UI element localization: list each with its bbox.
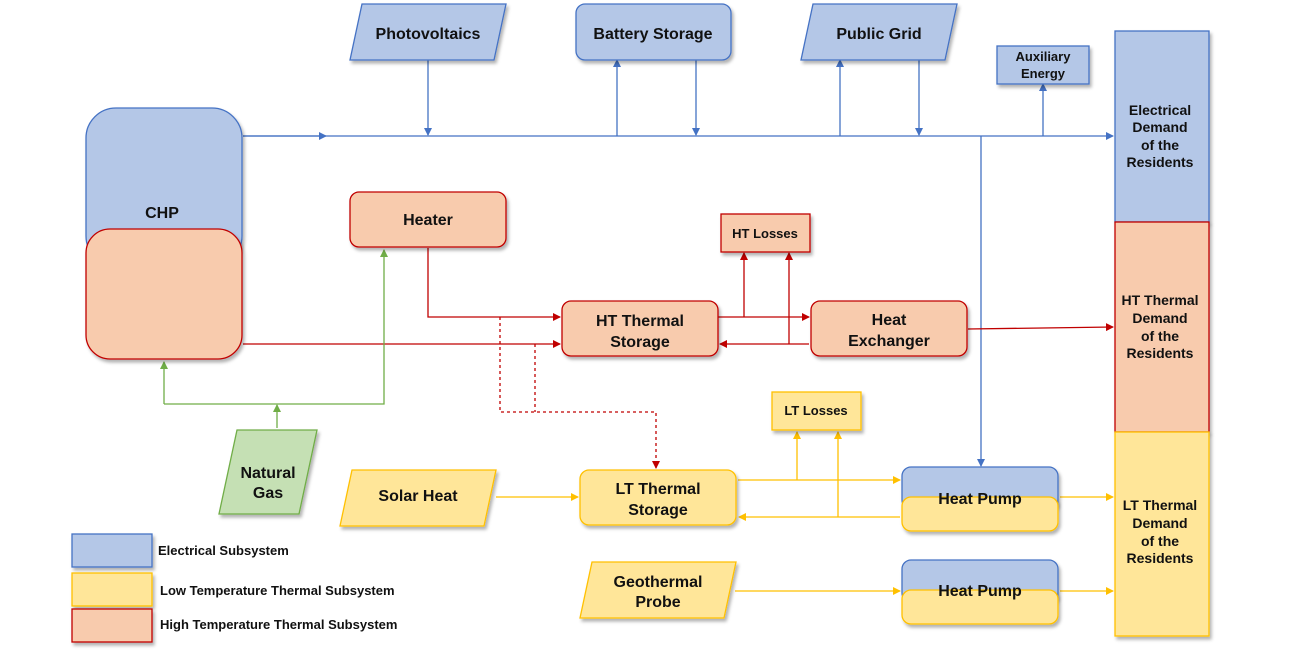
lt-losses-shape [771, 391, 862, 431]
heat-exchanger-shape [810, 300, 968, 357]
legend-label-electrical: Electrical Subsystem [158, 543, 289, 558]
geothermal-probe-node: Geothermal Probe [579, 561, 737, 619]
legend-item-high-temp: High Temperature Thermal Subsystem [71, 608, 397, 643]
solar-heat-shape [339, 469, 497, 527]
lt-thermal-demand-label-line-2: Demand [1132, 515, 1187, 531]
lt-thermal-demand-shape [1114, 431, 1210, 637]
electrical-demand-label-line-1: Electrical [1129, 102, 1191, 118]
natural-gas-label-line-1: Natural [240, 465, 295, 482]
auxiliary-energy-label-line-1: Auxiliary [1016, 49, 1072, 64]
auxiliary-energy-node: Auxiliary Energy [996, 45, 1090, 85]
battery-storage-shape [575, 3, 732, 61]
legend-swatch-low-temp [71, 572, 153, 607]
lt-thermal-storage-node: LT Thermal Storage [579, 469, 737, 526]
geothermal-probe-shape [579, 561, 737, 619]
lt-thermal-storage-label-line-2: Storage [628, 502, 688, 519]
lt-thermal-demand-label-line-4: Residents [1127, 550, 1194, 566]
legend-item-electrical: Electrical Subsystem [71, 533, 289, 568]
legend-swatch-electrical [71, 533, 153, 568]
legend-swatch-high-temp [71, 608, 153, 643]
geothermal-probe-label-line-1: Geothermal [614, 574, 703, 591]
ht-thermal-storage-label-line-2: Storage [610, 334, 670, 351]
heater-to-lt-storage-dashed-arrow [499, 317, 660, 469]
public-grid-shape [800, 3, 958, 61]
lt-thermal-storage-label-line-1: LT Thermal [615, 481, 700, 498]
ht-thermal-demand-node: HT Thermal Demand of the Residents [1114, 221, 1210, 433]
electrical-demand-label-line-4: Residents [1127, 154, 1194, 170]
ht-thermal-demand-label-line-4: Residents [1127, 345, 1194, 361]
auxiliary-energy-shape [996, 45, 1090, 85]
photovoltaics-node: Photovoltaics [349, 3, 507, 61]
high-temp-connectors [243, 248, 1114, 469]
lt-losses-node: LT Losses [771, 391, 862, 431]
ht-thermal-storage-node: HT Thermal Storage [561, 300, 719, 357]
heat-exchanger-label-line-2: Exchanger [848, 333, 930, 350]
legend-item-low-temp: Low Temperature Thermal Subsystem [71, 572, 395, 607]
gas-connectors [160, 249, 388, 428]
lt-thermal-demand-label-line-3: of the [1141, 533, 1179, 549]
electrical-demand-label-line-2: Demand [1132, 119, 1187, 135]
lt-thermal-demand-node: LT Thermal Demand of the Residents [1114, 431, 1210, 637]
low-temp-connectors [496, 431, 1114, 595]
photovoltaics-shape [349, 3, 507, 61]
heat-pump-2-label: Heat Pump [938, 583, 1022, 600]
ht-thermal-demand-label-line-1: HT Thermal [1121, 292, 1198, 308]
heat-pump-1-label: Heat Pump [938, 491, 1022, 508]
legend-label-high-temp: High Temperature Thermal Subsystem [160, 617, 397, 632]
heater-node: Heater [349, 191, 507, 248]
gas-to-heater-arrow [164, 249, 388, 405]
ht-losses-label: HT Losses [732, 226, 798, 241]
auxiliary-energy-label-line-2: Energy [1021, 66, 1066, 81]
heater-shape [349, 191, 507, 248]
lt-thermal-demand-label-line-1: LT Thermal [1123, 497, 1197, 513]
public-grid-label: Public Grid [836, 26, 921, 43]
lt-thermal-storage-shape [579, 469, 737, 526]
electrical-demand-shape [1114, 30, 1210, 223]
electrical-demand-label-line-3: of the [1141, 137, 1179, 153]
heater-to-ht-storage-arrow [427, 248, 561, 321]
electrical-demand-node: Electrical Demand of the Residents [1114, 30, 1210, 223]
chp-label: CHP [145, 205, 179, 222]
ht-thermal-storage-shape [561, 300, 719, 357]
battery-storage-label: Battery Storage [593, 26, 712, 43]
heat-pump-2-thermal-part [901, 589, 1059, 625]
chp-node: CHP [85, 107, 243, 360]
lt-losses-label: LT Losses [784, 403, 847, 418]
ht-losses-node: HT Losses [720, 213, 811, 253]
electrical-connectors [243, 59, 1114, 467]
chp-thermal-part [85, 228, 243, 360]
natural-gas-shape [218, 429, 318, 515]
exchanger-to-ht-demand-arrow [967, 323, 1114, 332]
heater-label: Heater [403, 212, 453, 229]
ht-thermal-demand-shape [1114, 221, 1210, 433]
legend-label-low-temp: Low Temperature Thermal Subsystem [160, 583, 395, 598]
natural-gas-node: Natural Gas [218, 429, 318, 515]
ht-thermal-storage-label-line-1: HT Thermal [596, 313, 684, 330]
ht-thermal-demand-label-line-2: Demand [1132, 310, 1187, 326]
photovoltaics-label: Photovoltaics [376, 26, 481, 43]
heat-exchanger-label-line-1: Heat [872, 312, 907, 329]
battery-storage-node: Battery Storage [575, 3, 732, 61]
heat-pump-1-thermal-part [901, 496, 1059, 532]
ht-losses-shape [720, 213, 811, 253]
heat-exchanger-node: Heat Exchanger [810, 300, 968, 357]
legend: Electrical Subsystem Low Temperature The… [71, 533, 397, 643]
geothermal-probe-label-line-2: Probe [635, 594, 680, 611]
solar-heat-node: Solar Heat [339, 469, 497, 527]
heat-pump-2-node: Heat Pump [901, 559, 1059, 625]
solar-heat-label: Solar Heat [378, 488, 458, 505]
public-grid-node: Public Grid [800, 3, 958, 61]
heat-pump-1-node: Heat Pump [901, 466, 1059, 532]
natural-gas-label-line-2: Gas [253, 485, 283, 502]
ht-thermal-demand-label-line-3: of the [1141, 328, 1179, 344]
